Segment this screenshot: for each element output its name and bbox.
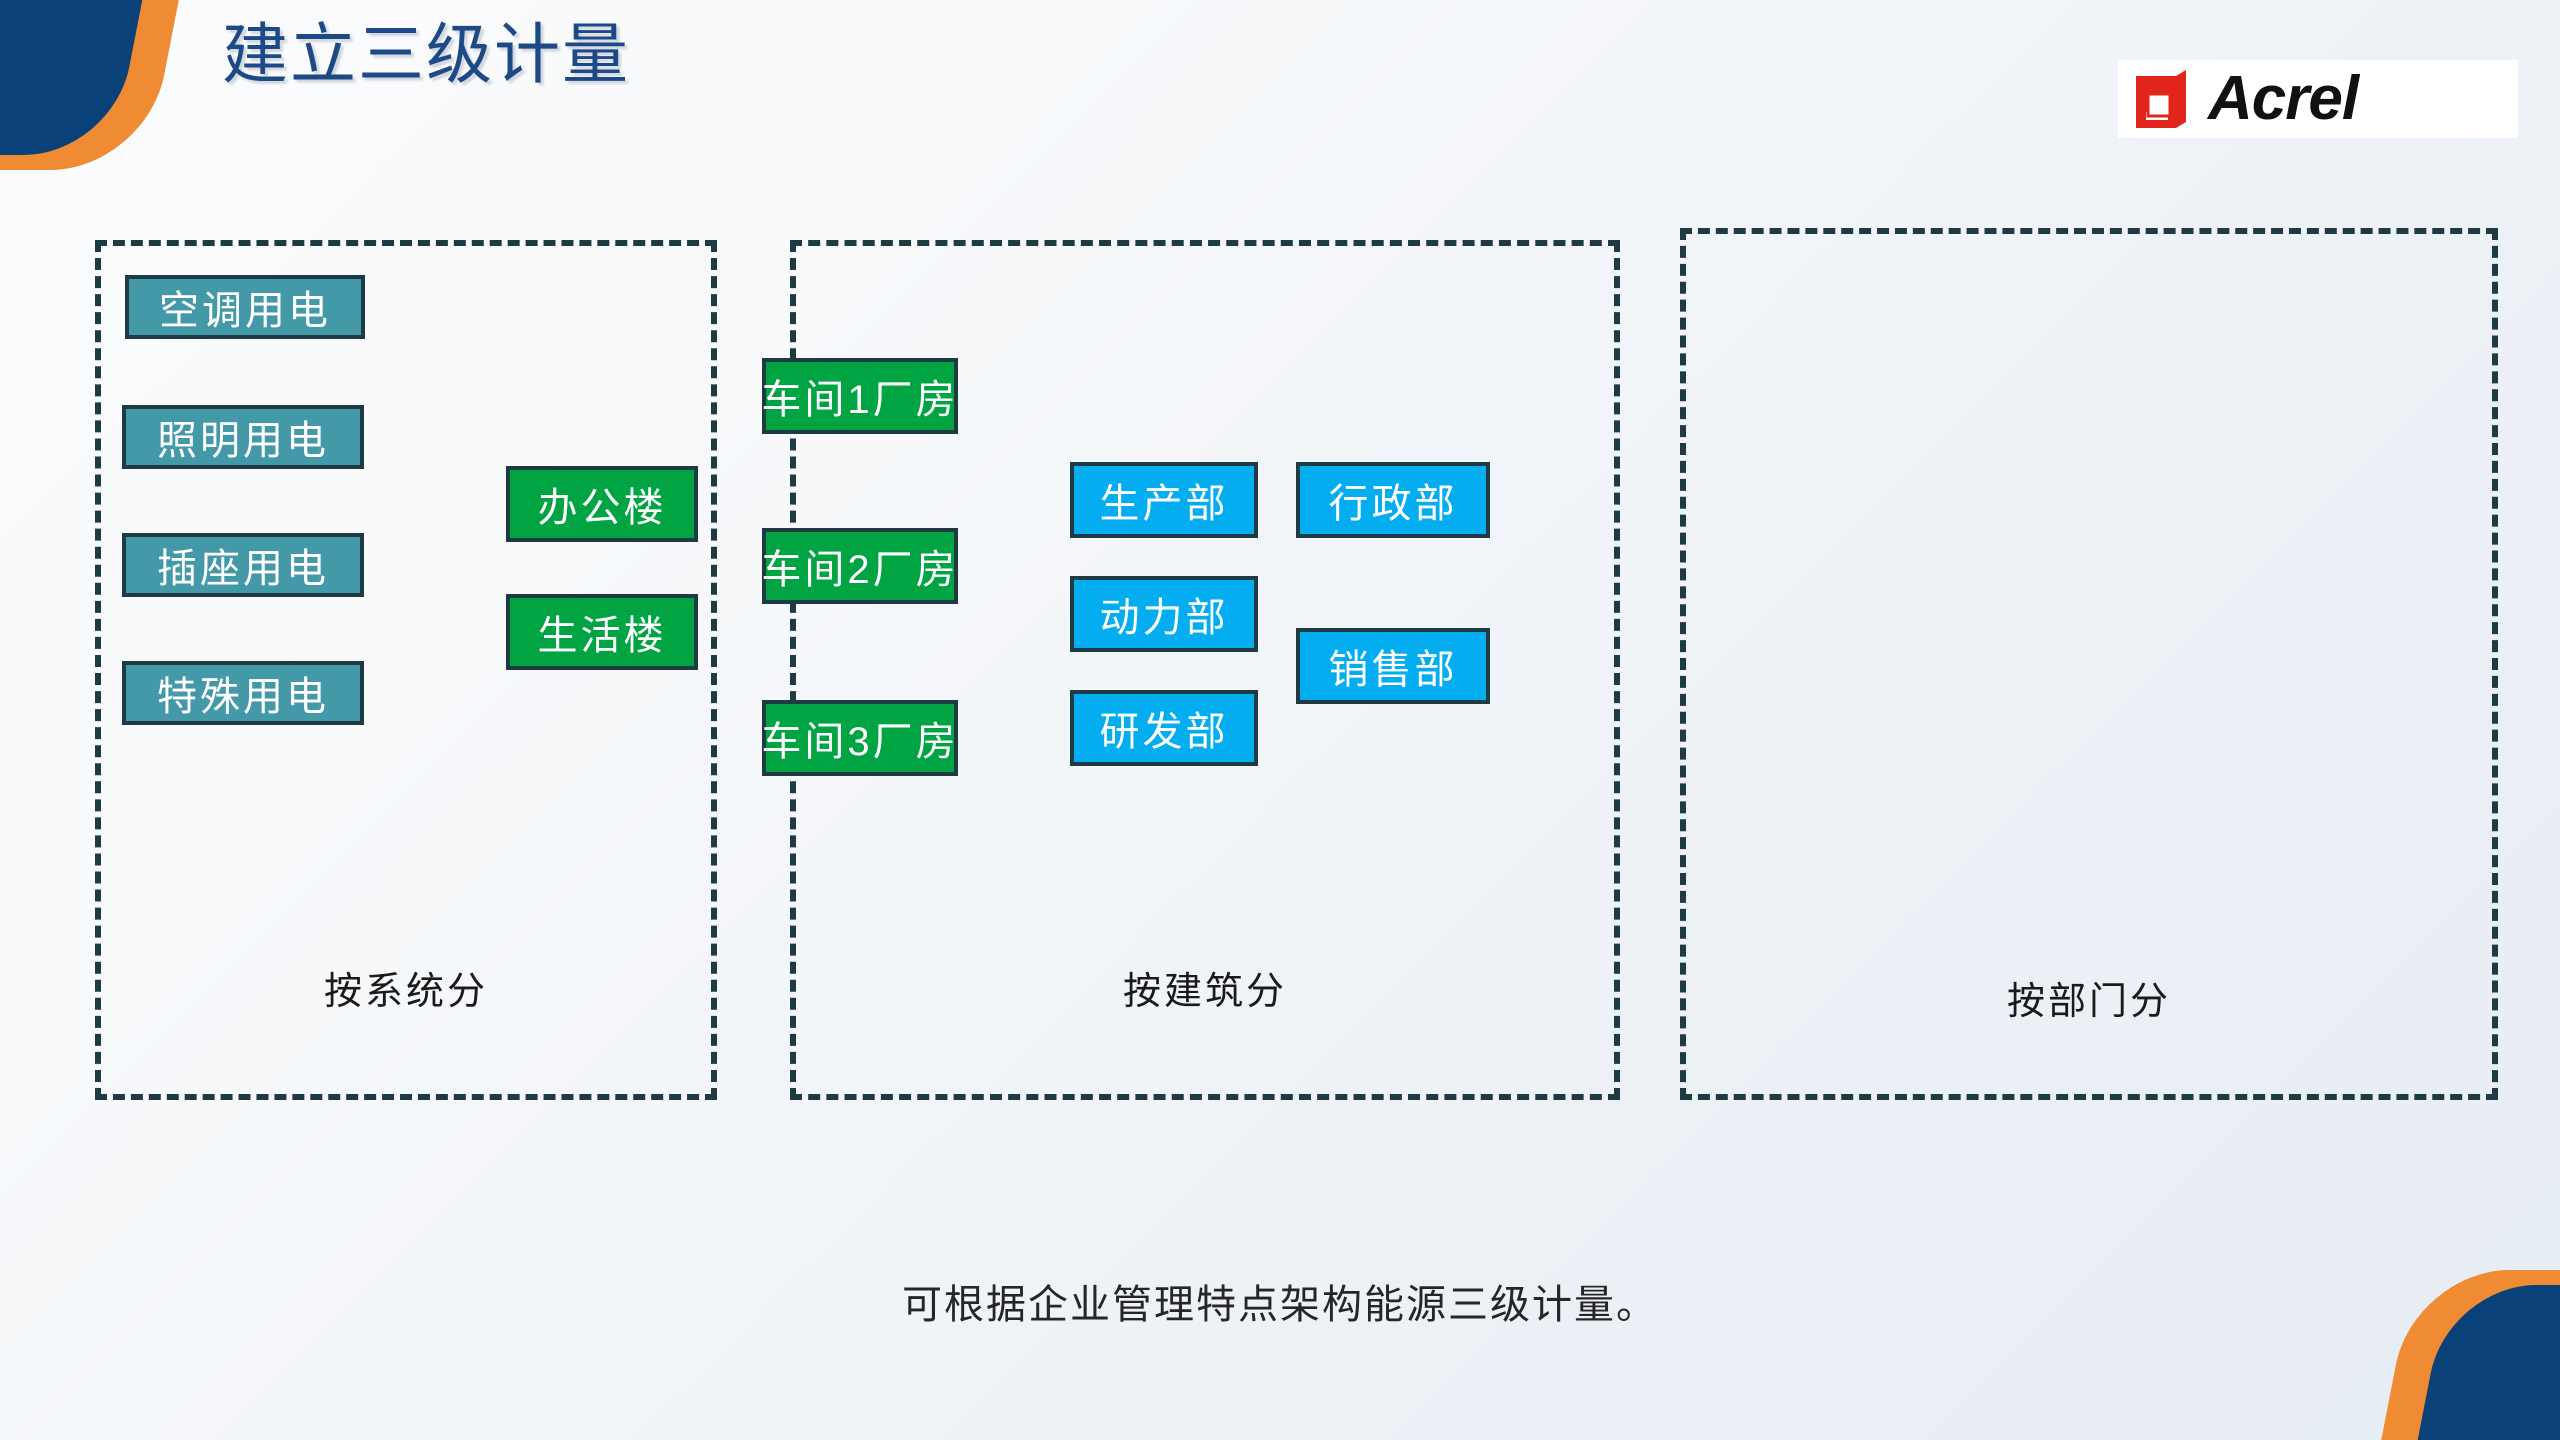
diagram-box[interactable]: 特殊用电 xyxy=(122,661,364,725)
acrel-logo-text: Acrel xyxy=(2208,64,2359,133)
diagram-box[interactable]: 空调用电 xyxy=(125,275,365,339)
diagram-box[interactable]: 车间1厂房 xyxy=(761,358,958,434)
acrel-logo-mark-icon xyxy=(2136,70,2186,128)
diagram-box[interactable]: 动力部 xyxy=(1070,576,1258,652)
group-panel-by-building xyxy=(790,240,1620,1100)
diagram-box[interactable]: 行政部 xyxy=(1296,462,1490,538)
diagram-box[interactable]: 生活楼 xyxy=(506,594,698,670)
diagram-box[interactable]: 研发部 xyxy=(1070,690,1258,766)
group-caption: 按部门分 xyxy=(2006,981,2171,1023)
diagram-box[interactable]: 销售部 xyxy=(1296,628,1490,704)
group-caption: 按系统分 xyxy=(323,971,488,1013)
page-title: 建立三级计量 xyxy=(222,17,630,91)
acrel-logo: Acrel xyxy=(2118,60,2518,138)
footer-note: 可根据企业管理特点架构能源三级计量。 xyxy=(902,1283,1658,1327)
diagram-box[interactable]: 车间3厂房 xyxy=(761,700,958,776)
group-caption: 按建筑分 xyxy=(1122,971,1287,1013)
diagram-box[interactable]: 办公楼 xyxy=(506,466,698,542)
diagram-box[interactable]: 照明用电 xyxy=(122,405,364,469)
diagram-box[interactable]: 车间2厂房 xyxy=(761,528,958,604)
group-panel-by-system xyxy=(95,240,717,1100)
diagram-box[interactable]: 生产部 xyxy=(1070,462,1258,538)
group-panel-by-department xyxy=(1680,228,2498,1100)
diagram-box[interactable]: 插座用电 xyxy=(122,533,364,597)
